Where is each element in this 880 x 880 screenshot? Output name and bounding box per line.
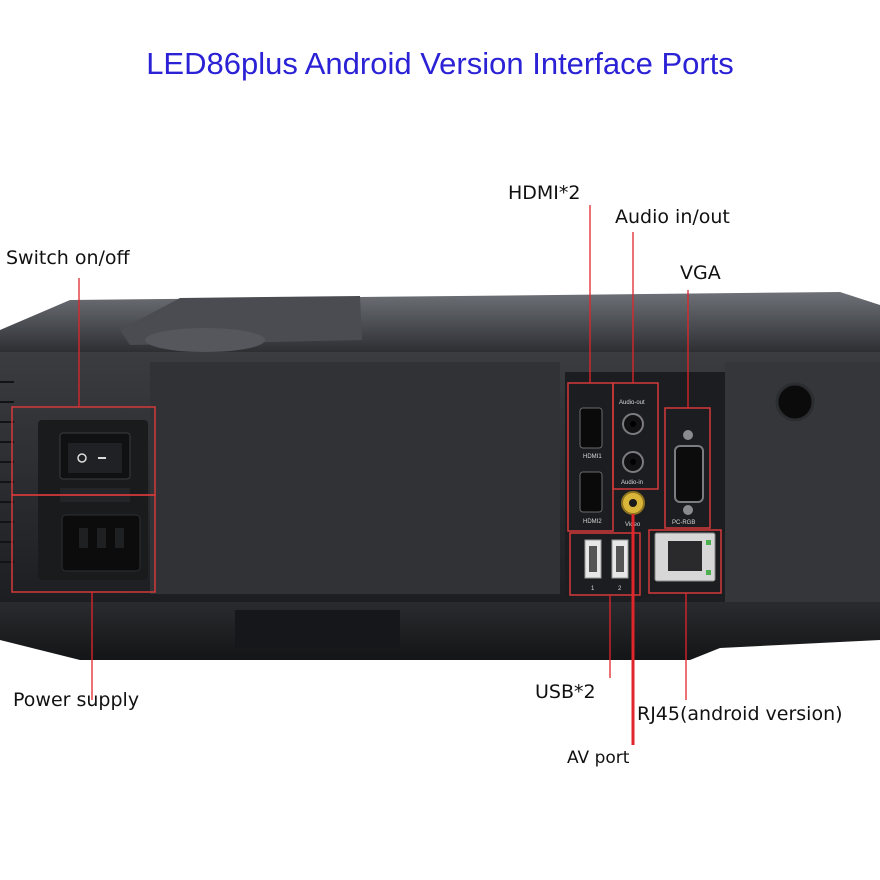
audio-out-print: Audio-out — [619, 400, 645, 406]
hdmi1-port[interactable] — [579, 407, 603, 449]
switch-label: Switch on/off — [6, 247, 130, 269]
callout-lines — [78, 205, 689, 700]
audio-highlight-box — [612, 382, 659, 490]
hdmi-label: HDMI*2 — [508, 182, 581, 204]
hdmi2-print: HDMI2 — [583, 519, 602, 525]
jack-hole-icon — [629, 499, 637, 507]
back-inner-panel — [150, 362, 560, 594]
vga-label: VGA — [680, 262, 721, 284]
vga-screw — [683, 430, 693, 440]
rocker-switch[interactable] — [68, 443, 122, 473]
jack-hole-icon — [630, 421, 636, 427]
ir-sensor — [775, 382, 815, 422]
usb-label: USB*2 — [535, 681, 596, 703]
usb2-print: 2 — [618, 586, 622, 592]
hdmi1-print: HDMI1 — [583, 454, 602, 460]
switch-off-symbol-icon — [77, 453, 87, 463]
base-foot — [235, 610, 400, 648]
audio-in-print: Audio-in — [621, 480, 643, 486]
socket-pin-icon — [115, 528, 124, 548]
power-label: Power supply — [13, 689, 140, 711]
page-title: LED86plus Android Version Interface Port… — [146, 46, 734, 81]
power-highlight-box — [11, 494, 156, 593]
vga-port[interactable] — [674, 445, 704, 503]
socket-pin-icon — [79, 528, 88, 548]
led-icon — [706, 540, 711, 545]
hdmi2-port[interactable] — [579, 471, 603, 513]
pc-rgb-print: PC-RGB — [672, 520, 695, 526]
vga-screw — [683, 505, 693, 515]
top-knob — [145, 328, 265, 352]
led-icon — [706, 570, 711, 575]
rj45-highlight-box — [648, 529, 722, 594]
rj45-socket-icon — [668, 541, 702, 571]
socket-pin-icon — [97, 528, 106, 548]
av-label: AV port — [567, 748, 630, 768]
usb-tongue-icon — [616, 546, 624, 572]
usb-tongue-icon — [589, 546, 597, 572]
rj45-label: RJ45(android version) — [637, 703, 843, 725]
usb1-print: 1 — [591, 586, 595, 592]
usb-highlight-box — [569, 532, 641, 596]
audio-label: Audio in/out — [615, 206, 730, 228]
projector-base — [0, 602, 880, 660]
jack-hole-icon — [630, 459, 636, 465]
